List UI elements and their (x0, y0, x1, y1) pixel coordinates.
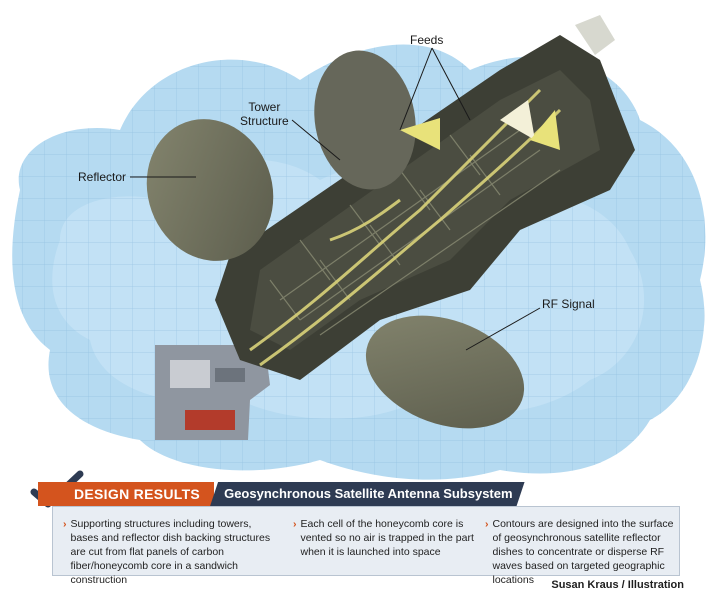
result-bullet-3: › Contours are designed into the surface… (485, 517, 675, 587)
feed-horns (400, 15, 615, 150)
chevron-bullet-icon: › (293, 518, 297, 530)
callout-tower-structure: Tower Structure (240, 100, 289, 129)
callout-feeds: Feeds (410, 33, 444, 47)
result-bullet-1: › Supporting structures including towers… (63, 517, 278, 587)
illustration-credit: Susan Kraus / Illustration (551, 579, 684, 591)
design-results-title: Geosynchronous Satellite Antenna Subsyst… (210, 482, 524, 506)
chevron-bullet-icon: › (485, 518, 489, 530)
result-bullet-text: Supporting structures including towers, … (70, 518, 271, 586)
design-results-banner: DESIGN RESULTS Geosynchronous Satellite … (38, 482, 525, 506)
result-bullet-2: › Each cell of the honeycomb core is ven… (293, 517, 483, 559)
design-results-tag: DESIGN RESULTS (38, 482, 215, 506)
reflector-dishes (146, 50, 525, 429)
chevron-bullet-icon: › (63, 518, 67, 530)
result-bullet-text: Contours are designed into the surface o… (492, 518, 674, 586)
result-bullet-text: Each cell of the honeycomb core is vente… (300, 518, 474, 558)
photo-fragment (155, 345, 270, 440)
callout-leaders (130, 47, 541, 351)
callout-reflector: Reflector (78, 170, 127, 184)
callout-rf-signal: RF Signal (542, 297, 595, 311)
design-results-box: › Supporting structures including towers… (52, 506, 680, 586)
